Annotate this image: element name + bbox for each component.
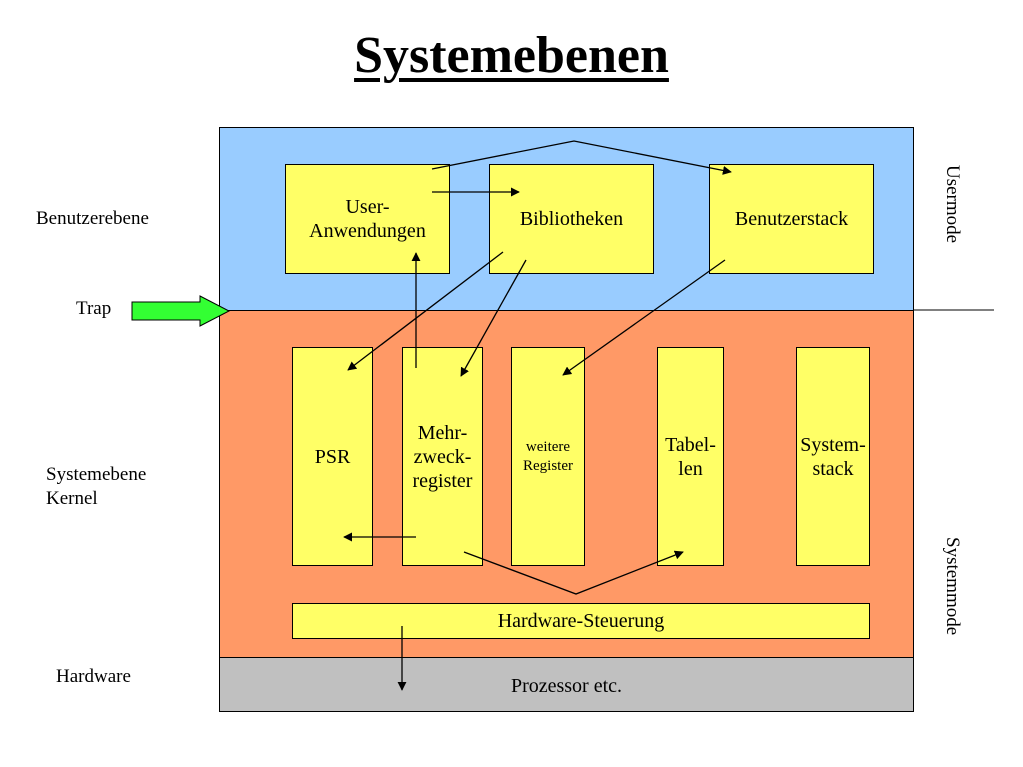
hardware-level-zone [219, 657, 914, 712]
tabellen-box: Tabel- len [657, 347, 724, 566]
user-anwendungen-box: User- Anwendungen [285, 164, 450, 274]
page-title: Systemebenen [354, 27, 669, 84]
usermode-label: Usermode [942, 165, 963, 244]
weitere-register-box: weitere Register [511, 347, 585, 566]
systemebene-label: Systemebene Kernel [46, 464, 147, 509]
hardware-steuerung-box: Hardware-Steuerung [292, 603, 870, 639]
systemmode-label: Systemmode [942, 537, 963, 636]
bibliotheken-box: Bibliotheken [489, 164, 654, 274]
trap-arrow-icon [131, 295, 231, 327]
systemstack-box: System- stack [796, 347, 870, 566]
mehrzweckregister-box: Mehr- zweck- register [402, 347, 483, 566]
benutzerstack-box: Benutzerstack [709, 164, 874, 274]
psr-box: PSR [292, 347, 373, 566]
prozessor-label: Prozessor etc. [510, 675, 623, 697]
trap-label: Trap [76, 298, 112, 319]
hardware-label: Hardware [56, 666, 131, 687]
benutzerebene-label: Benutzerebene [36, 208, 149, 229]
